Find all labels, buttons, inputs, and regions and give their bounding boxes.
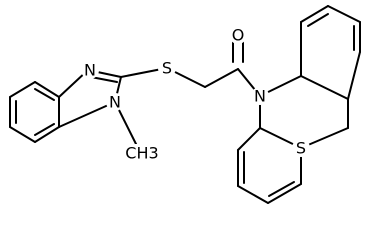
bond <box>34 81 60 98</box>
bond <box>307 13 329 27</box>
bond <box>204 68 239 88</box>
svg-text:S: S <box>162 59 172 78</box>
bond <box>268 181 295 197</box>
svg-text:CH3: CH3 <box>125 144 158 163</box>
atom-n-imine: N <box>81 61 99 80</box>
svg-text:O: O <box>232 26 245 45</box>
bond <box>300 75 349 100</box>
bond <box>114 101 141 153</box>
methyl-group <box>114 101 141 153</box>
bond <box>34 123 55 136</box>
atom-n-phenothiazine: N <box>251 87 269 106</box>
phenothiazine-ring <box>237 5 361 204</box>
svg-text:N: N <box>109 93 121 112</box>
bond <box>237 185 269 204</box>
bond <box>9 81 36 98</box>
benzimidazole-ring <box>9 69 122 143</box>
atom-s-thioether: S <box>158 59 176 78</box>
bond <box>58 101 116 128</box>
atom-o-carbonyl: O <box>229 26 247 45</box>
bond <box>9 126 36 143</box>
bond <box>300 5 329 23</box>
bond <box>34 126 60 143</box>
methyl-label: CH3 <box>122 144 162 163</box>
atom-s-phenothiazine: S <box>292 139 310 158</box>
molecule-structure-diagram: N N CH3 S O N S <box>9 5 361 204</box>
bond <box>327 5 361 23</box>
bond <box>34 88 55 101</box>
bond <box>267 183 302 204</box>
bond <box>90 76 118 83</box>
svg-text:N: N <box>254 87 266 106</box>
thioacetyl-linker <box>120 39 261 97</box>
bond <box>237 127 261 151</box>
atom-n-methyl: N <box>106 93 124 112</box>
bond <box>347 51 361 100</box>
svg-text:N: N <box>84 61 96 80</box>
svg-text:S: S <box>296 139 306 158</box>
